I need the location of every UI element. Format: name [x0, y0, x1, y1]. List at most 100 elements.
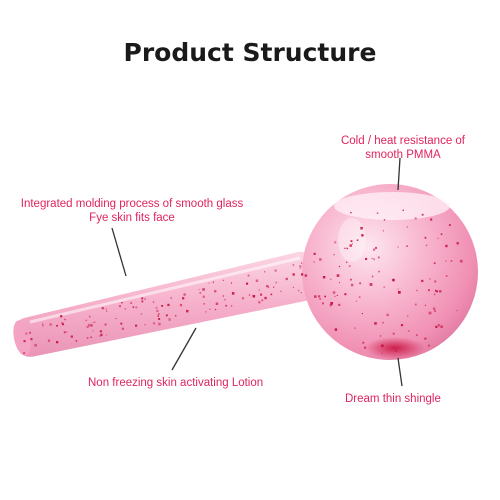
page-title: Product Structure [123, 38, 377, 67]
glitter-speck [344, 293, 347, 296]
glitter-speck [392, 278, 395, 282]
glitter-speck [330, 278, 332, 280]
glitter-speck [280, 290, 282, 292]
glitter-speck [375, 246, 377, 249]
glitter-speck [355, 300, 357, 302]
glitter-speck [348, 265, 351, 267]
glitter-speck [456, 310, 458, 312]
glitter-speck [47, 339, 51, 342]
glitter-speck [42, 325, 44, 327]
glitter-speck [299, 265, 302, 268]
glitter-speck [186, 309, 189, 313]
glitter-speck [383, 219, 386, 221]
glitter-speck [92, 330, 94, 332]
glitter-speck [414, 217, 417, 220]
glitter-speck [329, 304, 332, 307]
glitter-speck [120, 322, 123, 325]
glitter-speck [406, 226, 408, 228]
glitter-speck [215, 302, 219, 305]
glitter-speck [248, 294, 251, 296]
glitter-speck [135, 306, 138, 309]
glitter-speck [224, 299, 226, 301]
pointer-line-glass [111, 227, 127, 277]
glitter-speck [88, 315, 91, 318]
glitter-speck [104, 323, 107, 326]
glitter-speck [349, 244, 352, 247]
glitter-speck [354, 327, 356, 329]
glitter-speck [304, 274, 308, 277]
glitter-speck [456, 242, 459, 245]
glitter-speck [292, 264, 295, 266]
glitter-speck [395, 350, 398, 352]
glitter-speck [130, 302, 133, 304]
glitter-speck [421, 213, 424, 216]
glitter-speck [230, 282, 233, 284]
glitter-speck [118, 305, 121, 308]
glitter-speck [115, 318, 117, 320]
glitter-speck [319, 258, 322, 261]
glitter-speck [56, 324, 58, 327]
glitter-speck [334, 328, 338, 331]
glitter-speck [264, 296, 267, 300]
glitter-speck [364, 346, 367, 349]
glitter-speck [255, 279, 259, 282]
glitter-speck [258, 301, 261, 304]
glitter-speck [434, 280, 437, 283]
glitter-speck [161, 305, 164, 307]
glitter-speck [445, 260, 447, 262]
glitter-speck [212, 281, 214, 283]
glitter-speck [157, 315, 159, 317]
glitter-speck [285, 277, 288, 281]
glitter-speck [449, 224, 451, 226]
glitter-speck [361, 313, 363, 315]
glitter-speck [450, 260, 453, 262]
glitter-speck [297, 289, 300, 292]
glitter-speck [183, 293, 186, 296]
glitter-speck [402, 209, 404, 211]
glitter-speck [301, 262, 303, 264]
glitter-speck [445, 275, 448, 277]
glitter-speck [365, 257, 368, 261]
glitter-speck [30, 338, 33, 341]
glitter-speck [205, 311, 207, 313]
glitter-speck [242, 297, 245, 300]
glitter-speck [324, 295, 326, 298]
glitter-speck [64, 318, 66, 321]
glitter-speck [121, 302, 123, 304]
glitter-speck [371, 257, 373, 259]
ball-globe [302, 184, 478, 360]
glitter-speck [292, 273, 295, 276]
glitter-speck [377, 256, 380, 259]
glitter-speck [376, 212, 379, 214]
glitter-speck [351, 243, 353, 245]
glitter-speck [29, 331, 31, 334]
glitter-speck [373, 248, 376, 251]
glitter-speck [319, 298, 322, 300]
glitter-speck [360, 226, 363, 230]
glitter-speck [334, 295, 336, 297]
glitter-speck [209, 308, 211, 310]
glitter-speck [155, 307, 158, 309]
glitter-speck [202, 288, 205, 291]
glitter-speck [332, 291, 336, 294]
glitter-flakes [23, 209, 463, 355]
glitter-speck [358, 296, 361, 298]
glitter-speck [132, 306, 135, 308]
glitter-speck [225, 304, 227, 307]
callout-glass-line1: Integrated molding process of smooth gla… [20, 198, 244, 210]
glitter-speck [437, 237, 439, 239]
glitter-speck [99, 335, 102, 337]
glitter-speck [182, 297, 185, 300]
glitter-speck [406, 245, 408, 247]
glitter-speck [264, 271, 266, 273]
glitter-speck [314, 295, 317, 298]
glitter-speck [430, 218, 433, 221]
glitter-speck [428, 344, 430, 347]
glitter-speck [144, 324, 146, 326]
glitter-speck [369, 283, 373, 286]
glitter-speck [141, 300, 144, 303]
glitter-speck [416, 289, 418, 292]
glitter-speck [144, 298, 146, 300]
glitter-speck [373, 258, 375, 261]
glitter-speck [70, 335, 73, 338]
